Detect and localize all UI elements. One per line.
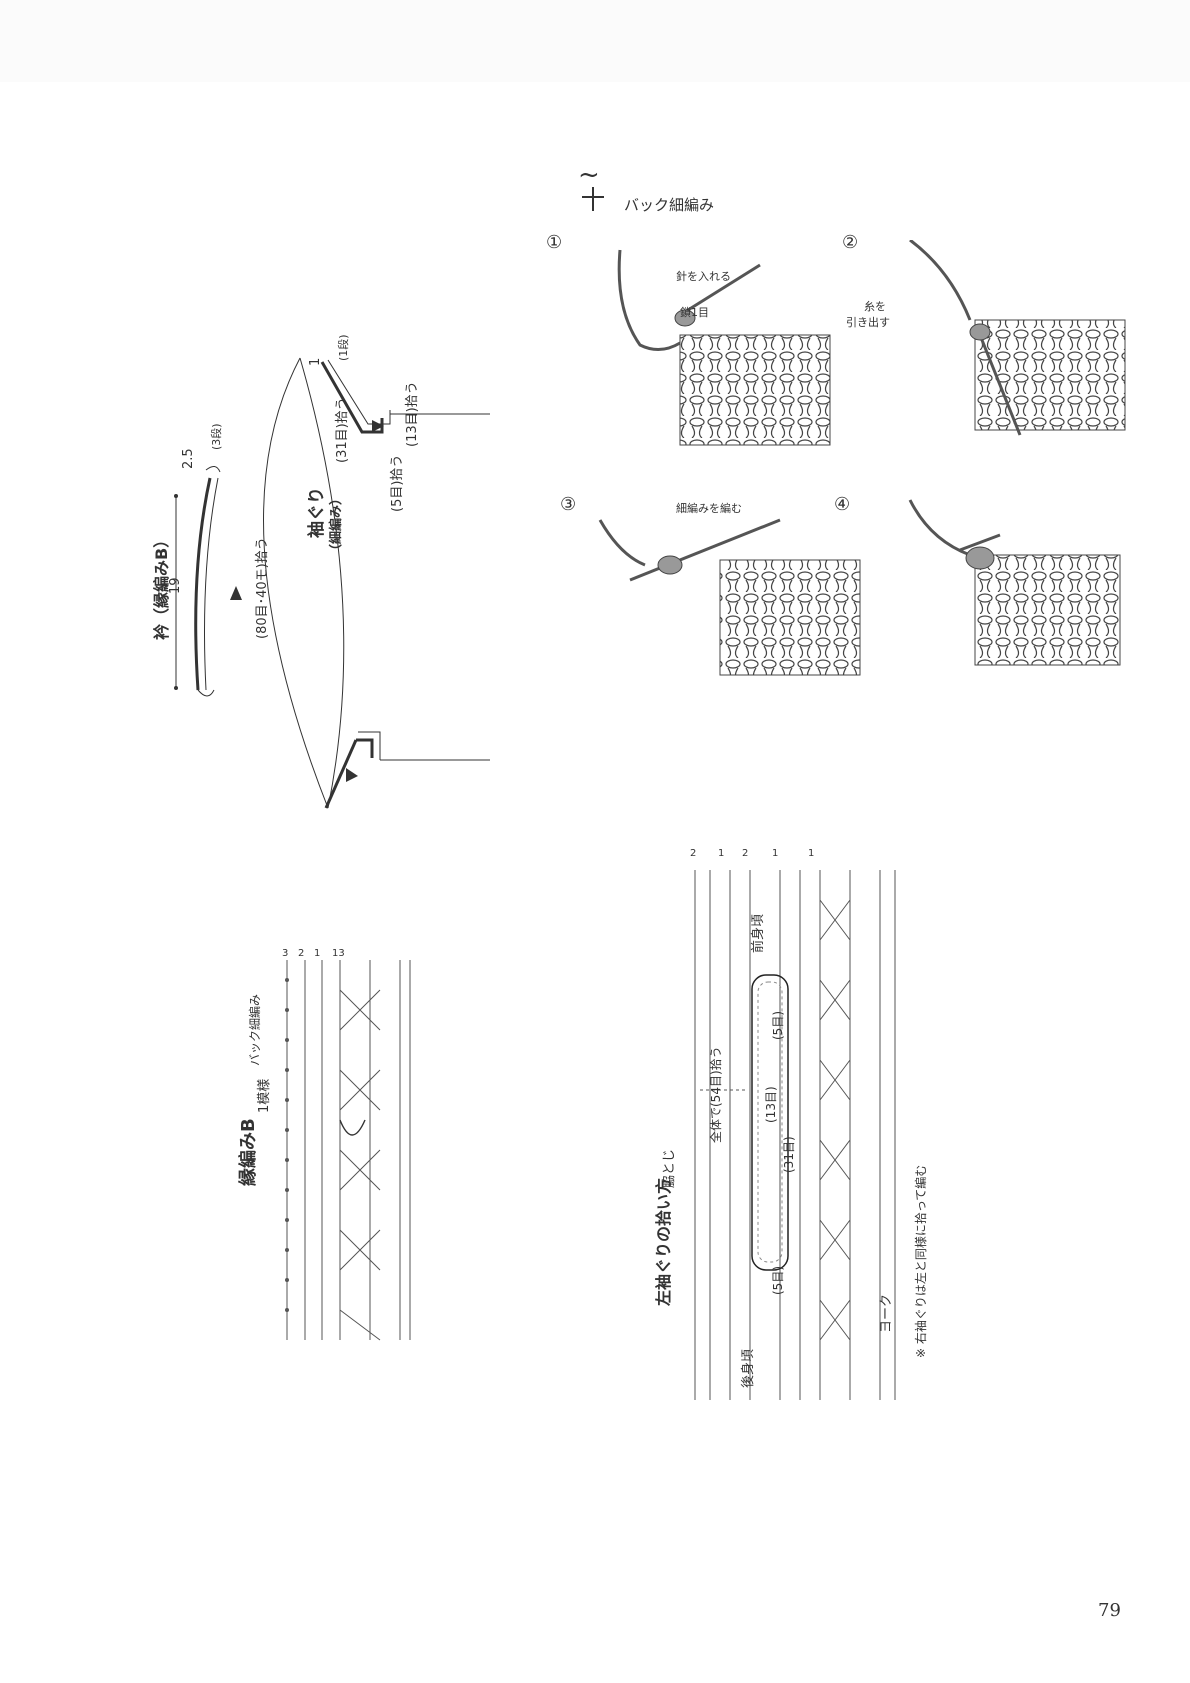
- pickup-row-1a: 1: [718, 848, 725, 859]
- step3-fabric: [719, 559, 861, 676]
- armhole-note: ※ 右袖ぐりは左と同様に拾って編む: [914, 1164, 928, 1358]
- step3-hook: [629, 518, 781, 582]
- scan-top-band: [0, 0, 1190, 82]
- step-2-note-a: 糸を: [864, 300, 886, 313]
- total-pickup-label: 全体で(54目)拾う: [709, 1046, 723, 1143]
- back-sc-symbol: ~: [578, 160, 600, 190]
- yoke-outer-arc: [263, 357, 329, 809]
- pickup-outline: [751, 974, 789, 1271]
- yoke-inner-arc: [299, 357, 345, 809]
- step2-hook: [980, 339, 1022, 436]
- armhole-bottom-notch: [358, 731, 381, 760]
- step-1-number: ①: [546, 232, 563, 253]
- edging-b-row-1: 1: [314, 948, 321, 959]
- edging-b-row-13: 13: [332, 948, 345, 959]
- pickup-row-2b: 2: [742, 848, 749, 859]
- pickup-row-1c: 1: [808, 848, 815, 859]
- step-4-number: ④: [834, 494, 851, 515]
- step-1-note-b: 鎖1目: [680, 306, 709, 319]
- edging-b-row-2: 2: [298, 948, 305, 959]
- front-body-label: 前身頃: [751, 913, 766, 953]
- step-2-number: ②: [842, 232, 859, 253]
- step-3-note: 細編みを編む: [676, 502, 742, 515]
- collar-band-inner: [204, 477, 219, 691]
- pickup-row-2a: 2: [690, 848, 697, 859]
- collar-arrow: [230, 586, 242, 600]
- step-2-note-b: 引き出す: [846, 316, 890, 329]
- pickup-row-1b: 1: [772, 848, 779, 859]
- back-sc-steps: [598, 240, 1126, 676]
- collar-band-outer: [194, 477, 212, 691]
- back-sc-cross-symbol: [582, 187, 604, 211]
- step4-fabric: [974, 554, 1121, 666]
- edging-b-row-3: 3: [282, 948, 289, 959]
- step2-fabric: [974, 319, 1126, 431]
- count-13-label: (13目): [764, 1086, 778, 1123]
- count-31-label: (31目): [782, 1136, 796, 1173]
- page-number: 79: [1098, 1600, 1121, 1621]
- armhole-pickup-title: 左袖ぐりの拾い方: [654, 1177, 673, 1306]
- step1-hook: [617, 249, 681, 351]
- yoke-label: ヨーク: [879, 1293, 894, 1333]
- step-1-note-a: 針を入れる: [676, 270, 731, 283]
- step-3-number: ③: [560, 494, 577, 515]
- count-5-top-label: (5目): [771, 1011, 785, 1040]
- count-5-bottom-label: (5目): [771, 1266, 785, 1295]
- back-body-label: 後身頃: [741, 1348, 756, 1388]
- back-sc-title: バック細編み: [624, 196, 715, 214]
- step4-hook: [959, 533, 1001, 552]
- step1-fabric: [679, 334, 831, 446]
- side-seam-label: 脇とじ: [662, 1148, 677, 1188]
